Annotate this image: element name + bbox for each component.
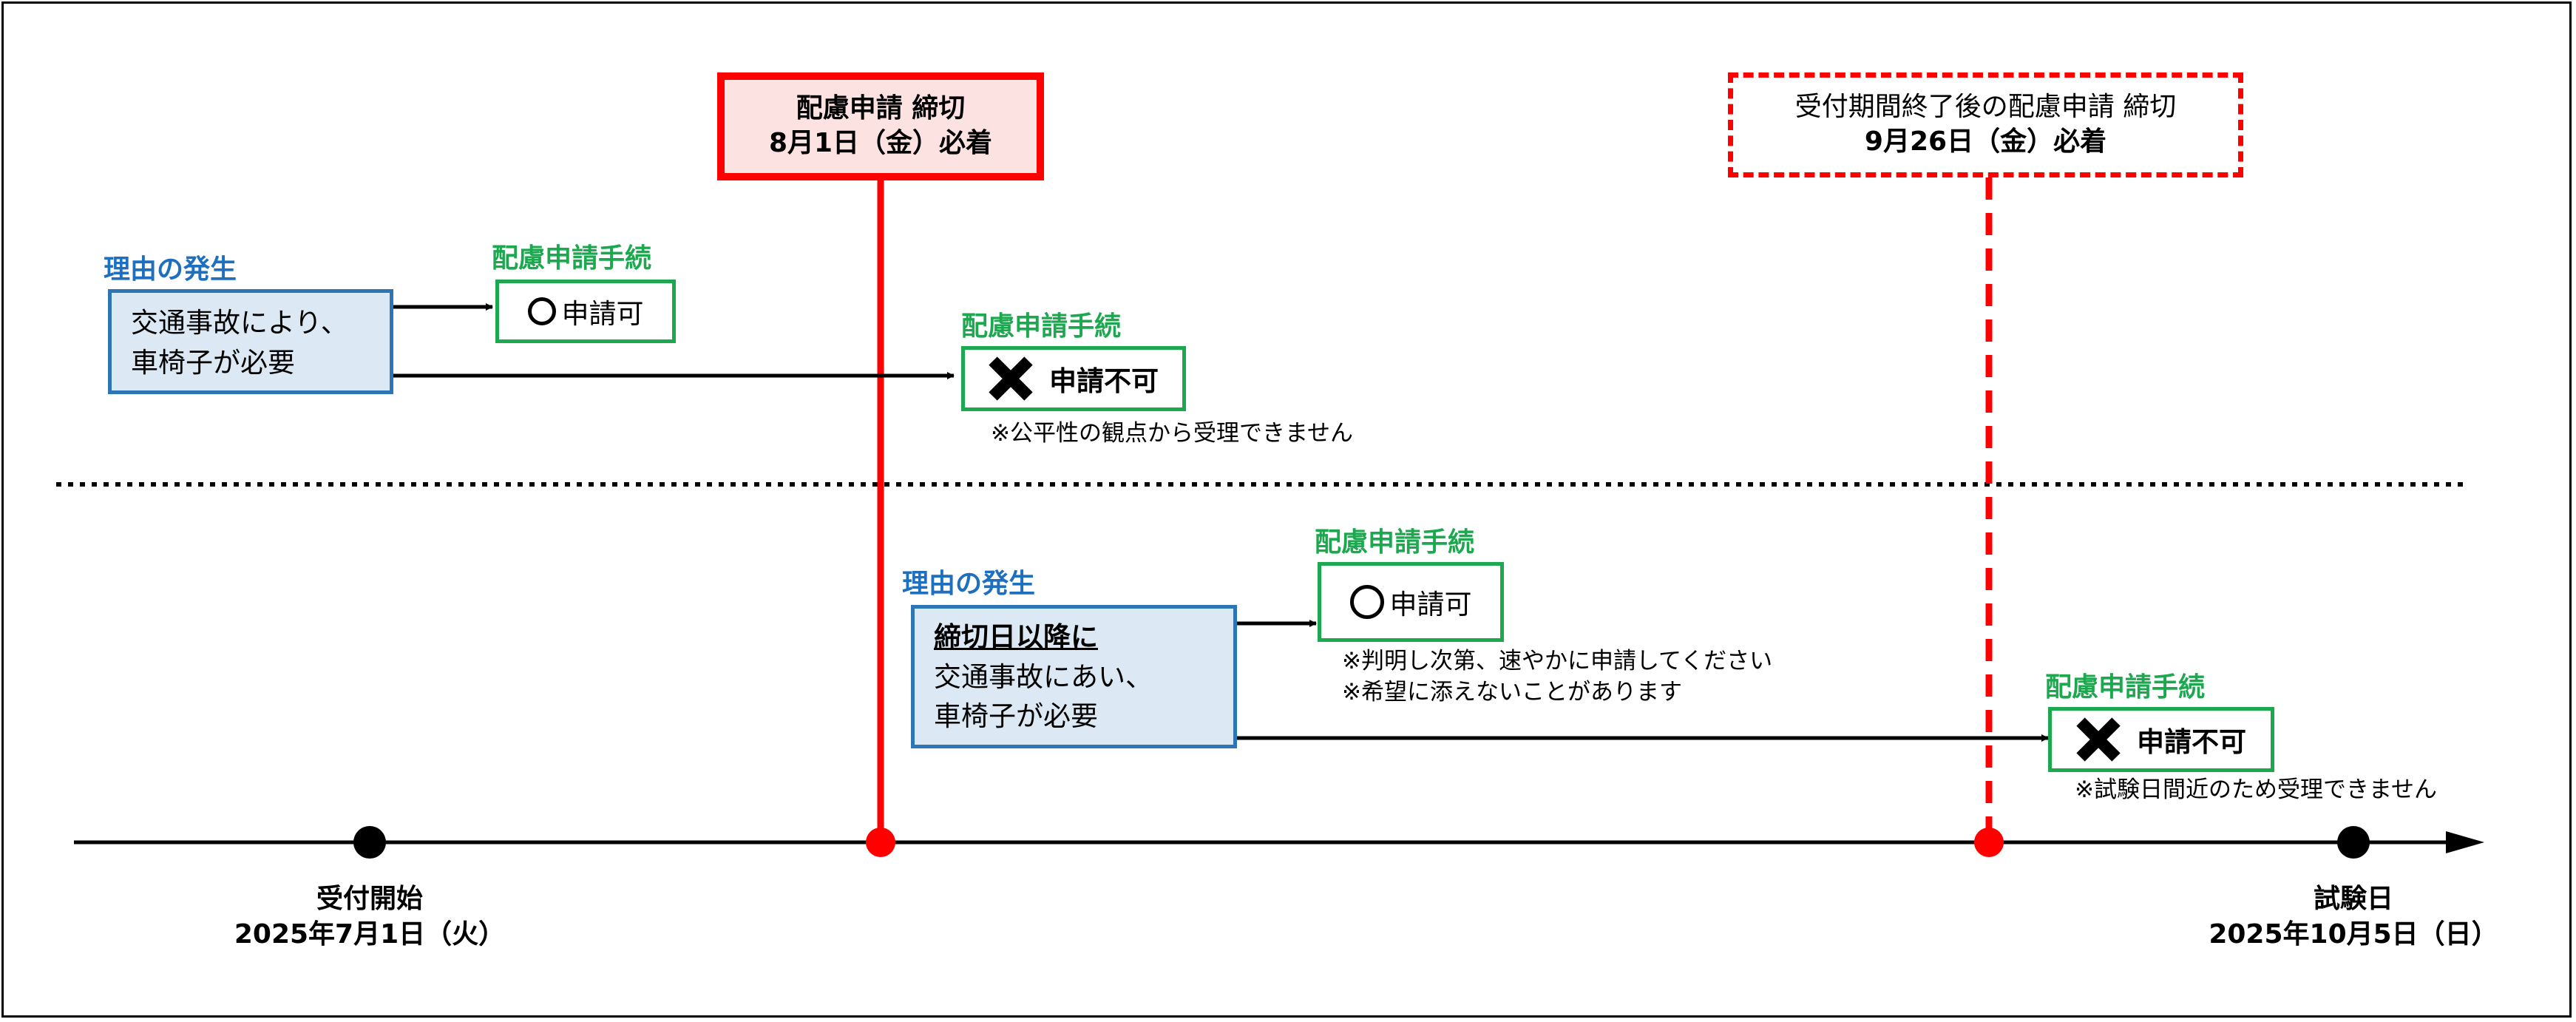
circle-icon bbox=[1349, 585, 1384, 619]
cross-icon bbox=[989, 356, 1033, 401]
bottom-procedure-label-1: 配慮申請手続 bbox=[1315, 527, 1475, 558]
top-ng-note: ※公平性の観点から受理できません bbox=[991, 420, 1354, 447]
exam-date: 2025年10月5日（日） bbox=[2209, 919, 2498, 950]
top-result-ok-text: 申請可 bbox=[561, 298, 644, 330]
bottom-reason-line3: 車椅子が必要 bbox=[934, 700, 1098, 733]
bottom-result-ok: 申請可 bbox=[1318, 562, 1504, 642]
top-reason-line2: 車椅子が必要 bbox=[131, 346, 295, 379]
deadline-secondary-point bbox=[1974, 828, 2004, 857]
top-result-ng: 申請不可 bbox=[961, 346, 1186, 411]
bottom-result-ng-text: 申請不可 bbox=[2137, 726, 2246, 758]
deadline-primary-box: 配慮申請 締切 8月1日（金）必着 bbox=[717, 72, 1044, 180]
bottom-result-ok-text: 申請可 bbox=[1389, 589, 1472, 620]
bottom-reason-box: 締切日以降に 交通事故にあい、 車椅子が必要 bbox=[911, 605, 1237, 748]
deadline-secondary-box: 受付期間終了後の配慮申請 締切 9月26日（金）必着 bbox=[1728, 72, 2243, 177]
start-date: 2025年7月1日（火） bbox=[234, 919, 506, 950]
bottom-result-ng: 申請不可 bbox=[2048, 707, 2274, 772]
bottom-ok-note-2: ※希望に添えないことがあります bbox=[1342, 679, 1682, 705]
top-reason-label: 理由の発生 bbox=[104, 254, 237, 285]
start-point bbox=[353, 826, 386, 859]
circle-icon bbox=[527, 297, 556, 325]
bottom-ok-note-1: ※判明し次第、速やかに申請してください bbox=[1342, 648, 1773, 674]
top-result-ok: 申請可 bbox=[495, 280, 676, 343]
start-label: 受付開始 bbox=[316, 884, 423, 914]
bottom-reason-line1: 締切日以降に bbox=[934, 621, 1098, 653]
top-result-ng-text: 申請不可 bbox=[1049, 365, 1159, 397]
top-reason-line1: 交通事故により、 bbox=[131, 307, 348, 339]
bottom-reason-label: 理由の発生 bbox=[902, 569, 1036, 599]
exam-label: 試験日 bbox=[2313, 884, 2393, 914]
cross-icon bbox=[2076, 717, 2121, 762]
bottom-reason-line2: 交通事故にあい、 bbox=[934, 660, 1153, 693]
top-procedure-label-1: 配慮申請手続 bbox=[492, 243, 652, 274]
bottom-procedure-label-2: 配慮申請手続 bbox=[2045, 672, 2206, 703]
deadline-primary-date: 8月1日（金）必着 bbox=[768, 128, 993, 158]
top-procedure-label-2: 配慮申請手続 bbox=[961, 311, 1122, 342]
bottom-ng-note: ※試験日間近のため受理できません bbox=[2075, 776, 2438, 803]
top-reason-box: 交通事故により、 車椅子が必要 bbox=[108, 289, 393, 394]
exam-point bbox=[2337, 826, 2370, 859]
deadline-secondary-date: 9月26日（金）必着 bbox=[1864, 126, 2107, 157]
deadline-primary-point bbox=[866, 828, 895, 857]
deadline-secondary-title: 受付期間終了後の配慮申請 締切 bbox=[1794, 92, 2177, 123]
deadline-primary-title: 配慮申請 締切 bbox=[796, 93, 966, 124]
timeline-arrowhead bbox=[2446, 831, 2484, 853]
